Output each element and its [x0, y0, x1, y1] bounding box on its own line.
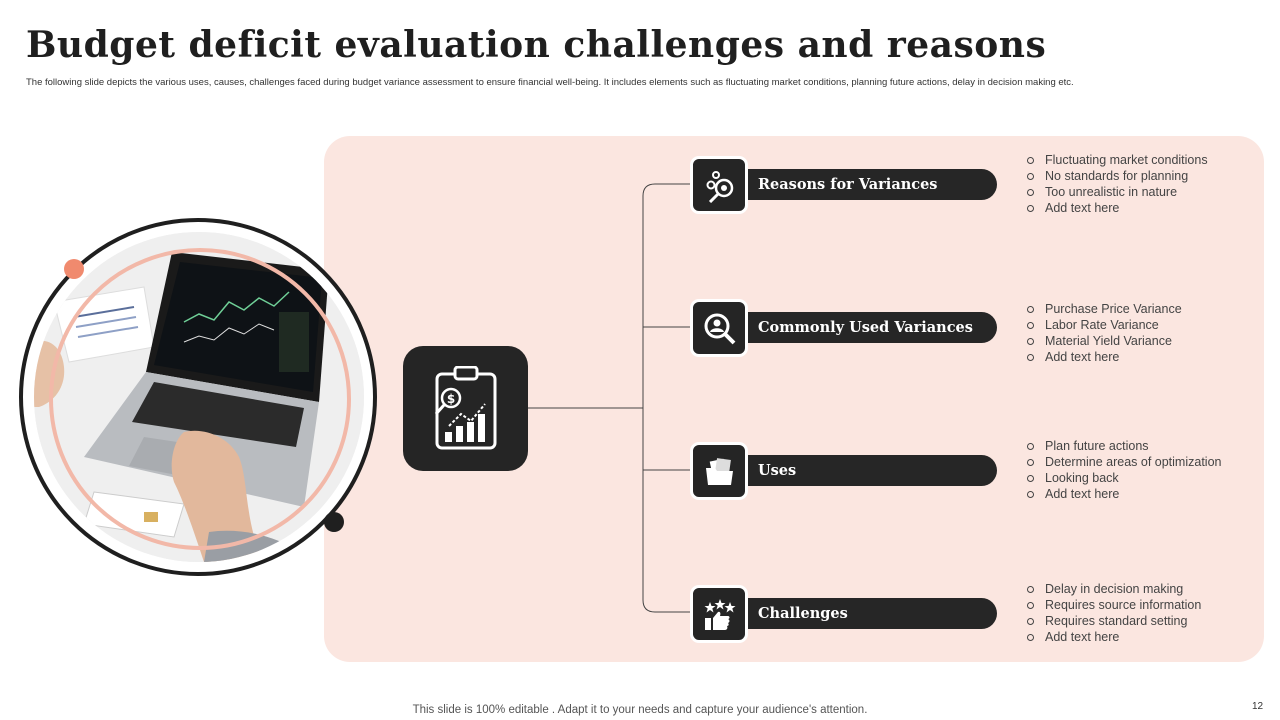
- branch-challenges: Challenges: [690, 585, 1000, 643]
- branch-label-pill: Uses: [745, 455, 997, 486]
- gears-magnifier-icon: [706, 171, 734, 203]
- branch-label: Commonly Used Variances: [758, 319, 973, 336]
- bullet-item: Looking back: [1026, 470, 1221, 486]
- branch-uses: Uses: [690, 442, 1000, 500]
- bullet-item: Add text here: [1026, 629, 1201, 645]
- bullet-item: Requires standard setting: [1026, 613, 1201, 629]
- branch-label: Challenges: [758, 605, 848, 622]
- bullet-item: Determine areas of optimization: [1026, 454, 1221, 470]
- branch-label: Reasons for Variances: [758, 176, 938, 193]
- bullet-item: Too unrealistic in nature: [1026, 184, 1208, 200]
- user-search-icon: [704, 313, 736, 345]
- clipboard-chart-icon: $: [434, 366, 497, 450]
- bullet-item: No standards for planning: [1026, 168, 1208, 184]
- slide-footer: This slide is 100% editable . Adapt it t…: [412, 704, 868, 716]
- slide-title: Budget deficit evaluation challenges and…: [26, 24, 1047, 66]
- challenges-bullet-list: Delay in decision making Requires source…: [1026, 581, 1201, 645]
- slide-subtitle: The following slide depicts the various …: [26, 77, 1074, 88]
- bullet-item: Material Yield Variance: [1026, 333, 1182, 349]
- bullet-item: Add text here: [1026, 200, 1208, 216]
- branch-commonly-used-variances: Commonly Used Variances: [690, 299, 1000, 357]
- stars-thumbs-up-icon: [704, 599, 736, 630]
- variances-bullet-list: Purchase Price Variance Labor Rate Varia…: [1026, 301, 1182, 365]
- accent-dot: [64, 259, 84, 279]
- uses-bullet-list: Plan future actions Determine areas of o…: [1026, 438, 1221, 502]
- branch-icon-box: [690, 156, 748, 214]
- page-number: 12: [1252, 701, 1264, 712]
- bullet-item: Fluctuating market conditions: [1026, 152, 1208, 168]
- bullet-item: Plan future actions: [1026, 438, 1221, 454]
- branch-label: Uses: [758, 462, 797, 479]
- svg-text:$: $: [447, 392, 455, 406]
- folder-documents-icon: [706, 458, 733, 485]
- bullet-item: Purchase Price Variance: [1026, 301, 1182, 317]
- reasons-bullet-list: Fluctuating market conditions No standar…: [1026, 152, 1208, 216]
- bullet-item: Add text here: [1026, 486, 1221, 502]
- branch-reasons-for-variances: Reasons for Variances: [690, 156, 1000, 214]
- branch-icon-box: [690, 299, 748, 357]
- branch-label-pill: Challenges: [745, 598, 997, 629]
- branch-label-pill: Commonly Used Variances: [745, 312, 997, 343]
- photo-accent-ring: [49, 248, 351, 550]
- bullet-item: Add text here: [1026, 349, 1182, 365]
- bullet-item: Delay in decision making: [1026, 581, 1201, 597]
- branch-icon-box: [690, 442, 748, 500]
- branch-icon-box: [690, 585, 748, 643]
- branch-label-pill: Reasons for Variances: [745, 169, 997, 200]
- bullet-item: Requires source information: [1026, 597, 1201, 613]
- central-hub: $: [403, 346, 528, 471]
- dark-dot: [324, 512, 344, 532]
- bullet-item: Labor Rate Variance: [1026, 317, 1182, 333]
